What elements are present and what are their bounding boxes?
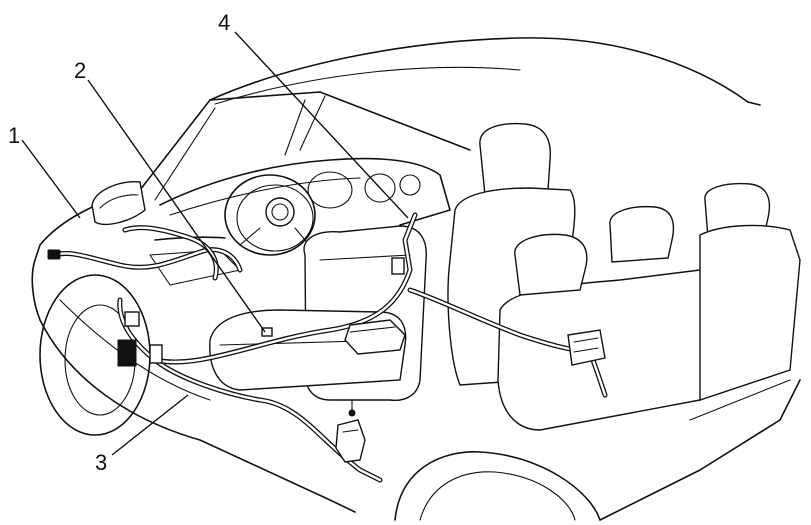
rear-seats	[447, 122, 801, 431]
connectors	[47, 249, 405, 367]
seat-belt-pretensioner-rear	[567, 329, 606, 366]
callout-2: 2	[74, 58, 266, 333]
vehicle-body	[31, 37, 801, 521]
callout-4: 4	[218, 10, 409, 219]
callout-label-3: 3	[95, 450, 107, 475]
front-passenger-seat	[209, 225, 427, 402]
side-mirror	[91, 181, 146, 226]
callout-label-1: 1	[8, 123, 20, 148]
callout-1: 1	[8, 123, 81, 219]
callout-label-2: 2	[74, 58, 86, 83]
callout-3: 3	[95, 394, 189, 475]
callout-label-4: 4	[218, 10, 230, 35]
airbag-control-module	[344, 319, 406, 355]
seat-belt-pretensioner-front	[335, 399, 366, 463]
